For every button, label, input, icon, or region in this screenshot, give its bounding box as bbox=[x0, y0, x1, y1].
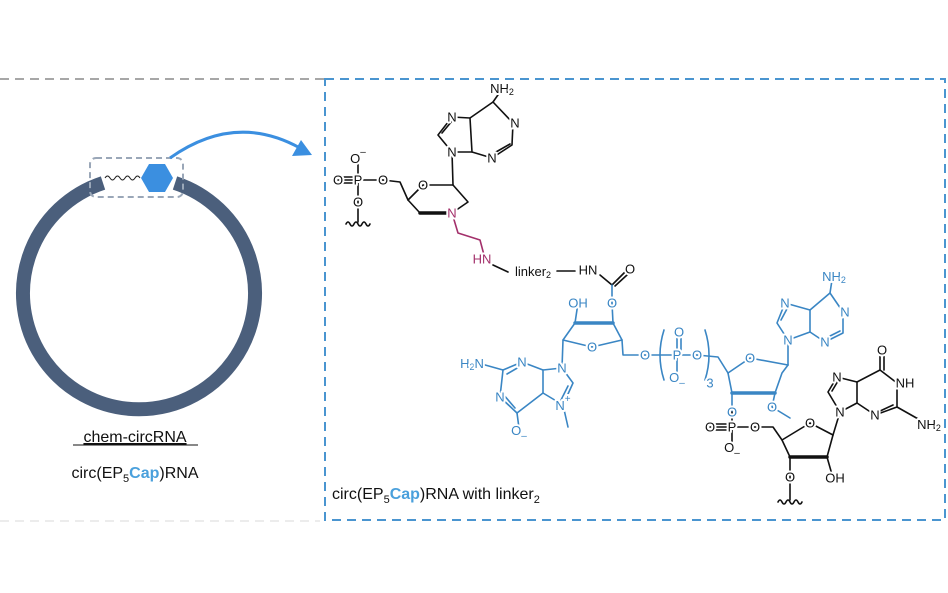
atom-o3-g: O bbox=[785, 470, 795, 485]
atom-o-double-p2: O bbox=[705, 420, 715, 435]
atom-nh2-adenosine: NH2 bbox=[822, 269, 846, 286]
atom-n3-cap: N bbox=[517, 355, 526, 370]
atom-o-minus-tp: O– bbox=[669, 370, 685, 389]
atom-morpholine-n: N bbox=[447, 206, 456, 221]
atom-ribose-o-g: O bbox=[805, 416, 815, 431]
atom-o3-adenosine: O bbox=[727, 405, 737, 420]
atom-n1-cap: N bbox=[495, 390, 504, 405]
atom-h2n: H2N bbox=[460, 356, 484, 373]
cap-highlight-box bbox=[89, 157, 184, 198]
atom-nh-g: NH bbox=[896, 376, 915, 391]
atom-hn-purple: HN bbox=[473, 252, 492, 267]
atom-n7-plus: N+ bbox=[555, 394, 570, 413]
atom-p2: P bbox=[728, 420, 737, 435]
zoom-arrow bbox=[169, 130, 301, 160]
atom-nh2-g: NH2 bbox=[917, 417, 941, 434]
atom-oh: OH bbox=[568, 296, 588, 311]
linker-wavy-line bbox=[104, 175, 141, 181]
atom-n7: N bbox=[447, 110, 456, 125]
atom-o-ester: O bbox=[378, 173, 388, 188]
atom-n3-adenosine: N bbox=[820, 335, 829, 350]
atom-o-minus-p2: O– bbox=[724, 440, 740, 459]
cap-hexagon-icon bbox=[141, 164, 173, 192]
atom-n9-cap: N bbox=[557, 361, 566, 376]
atom-o-minus: O– bbox=[350, 147, 366, 166]
atom-o-double: O bbox=[333, 173, 343, 188]
atom-oh-g: OH bbox=[825, 471, 845, 486]
atom-ring-o: O bbox=[418, 178, 428, 193]
atom-o-carbamate: O bbox=[607, 296, 617, 311]
atom-o-5prime-g: O bbox=[750, 420, 760, 435]
atom-n7-g: N bbox=[832, 370, 841, 385]
atom-o-minus-cap: O– bbox=[511, 423, 527, 442]
atom-ribose-o: O bbox=[587, 340, 597, 355]
atom-p: P bbox=[354, 173, 363, 188]
atom-ribose-o-adenosine: O bbox=[745, 351, 755, 366]
atom-carbonyl-o: O bbox=[625, 262, 635, 277]
atom-o-double-tp: O bbox=[674, 325, 684, 340]
atom-n9-g: N bbox=[835, 405, 844, 420]
purple-ethyl-linker bbox=[451, 212, 485, 256]
repeat-count: 3 bbox=[706, 376, 713, 391]
atom-hn-carbamate: HN bbox=[579, 263, 598, 278]
atom-o-bridge: O bbox=[353, 195, 363, 210]
atom-n1: N bbox=[510, 116, 519, 131]
atom-p-triphosphate: P bbox=[673, 348, 682, 363]
atom-nh2: NH2 bbox=[490, 81, 514, 98]
atom-labels-guanosine: O P O O– O O OH N N N NH O NH2 bbox=[703, 341, 943, 488]
atom-n1-adenosine: N bbox=[840, 305, 849, 320]
atom-labels-top: NH2 N N N N O N O P O O– O HN linker2 HN… bbox=[331, 79, 637, 283]
circrna-ring bbox=[16, 176, 262, 417]
structure-caption: circ(EP5Cap)RNA with linker2 bbox=[332, 486, 540, 506]
atom-n9: N bbox=[447, 145, 456, 160]
guanosine-bonds bbox=[709, 349, 921, 505]
structure-frame bbox=[324, 78, 946, 521]
atom-n3: N bbox=[487, 151, 496, 166]
atom-n7-adenosine: N bbox=[780, 296, 789, 311]
atom-o-methyl: O bbox=[767, 400, 777, 415]
atom-o-5prime: O bbox=[640, 348, 650, 363]
chem-circrna-title: chem-circRNA bbox=[83, 429, 186, 446]
linker-label: linker2 bbox=[515, 264, 551, 281]
morpholino-adenine-bonds bbox=[337, 91, 628, 287]
atom-o-tp-right: O bbox=[692, 348, 702, 363]
circrna-label: circ(EP5Cap)RNA bbox=[71, 465, 198, 485]
atom-n3-g: N bbox=[870, 408, 879, 423]
arrow-head-icon bbox=[292, 140, 312, 156]
cap-bonds-blue bbox=[477, 279, 844, 429]
atom-labels-cap: OH O O O P O O– O 3 N N+ N N H2N O– NH2 … bbox=[458, 267, 852, 444]
atom-n9-adenosine: N bbox=[783, 333, 792, 348]
atom-o6-g: O bbox=[877, 343, 887, 358]
